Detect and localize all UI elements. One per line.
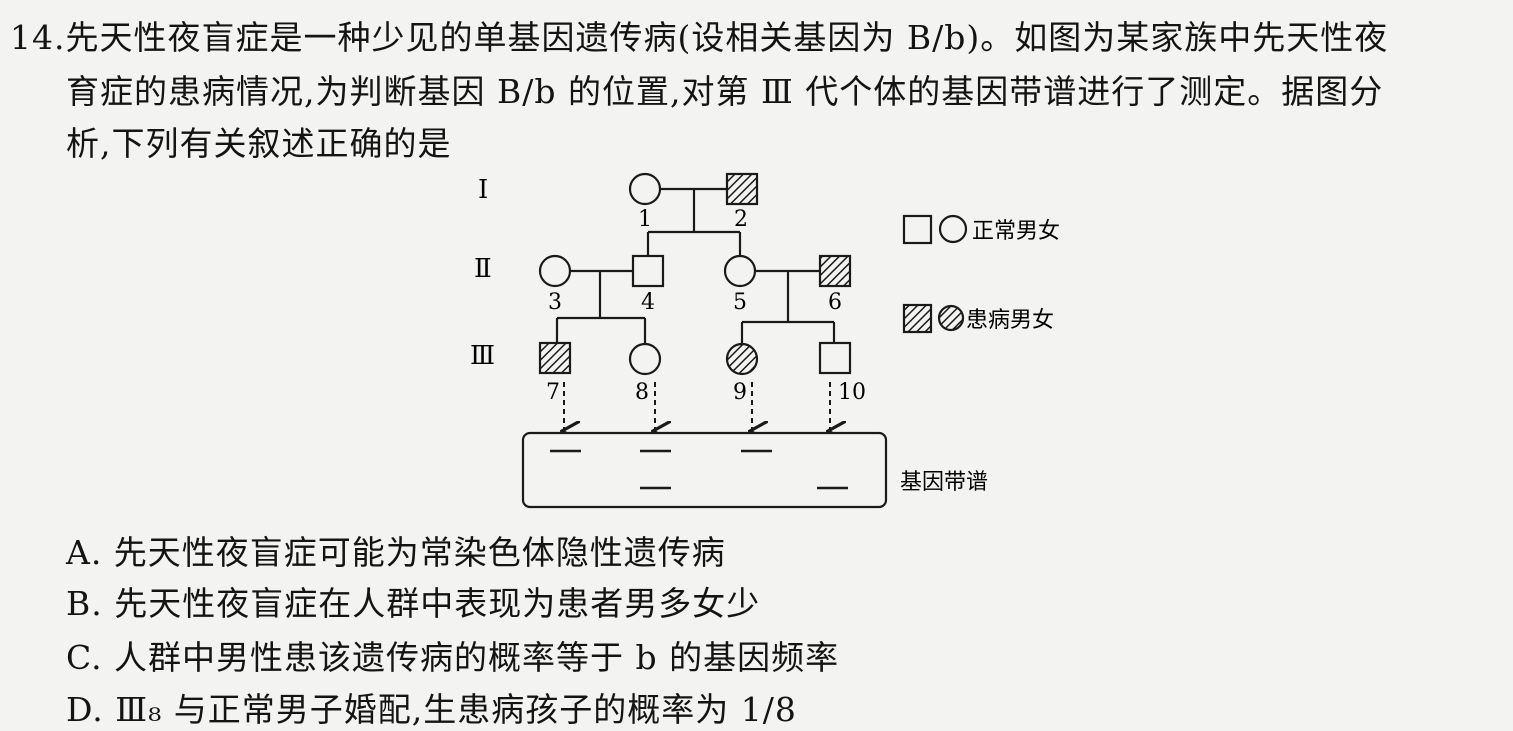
individual-label-5: 5 bbox=[733, 290, 747, 315]
question-number: 14. bbox=[10, 18, 66, 57]
individual-4-male-normal bbox=[631, 254, 665, 288]
option-c: C. 人群中男性患该遗传病的概率等于 b 的基因频率 bbox=[66, 638, 840, 677]
option-b: B. 先天性夜盲症在人群中表现为患者男多女少 bbox=[66, 584, 761, 623]
individual-9-female-affected bbox=[725, 342, 759, 376]
individual-label-6: 6 bbox=[828, 290, 842, 315]
individual-2-male-affected bbox=[725, 172, 759, 206]
individual-label-9: 9 bbox=[733, 380, 747, 405]
question-text-1: 先天性夜盲症是一种少见的单基因遗传病(设相关基因为 B/b)。如图为某家族中先天… bbox=[65, 18, 1389, 57]
question-line-2: 育症的患病情况,为判断基因 B/b 的位置,对第 Ⅲ 代个体的基因带谱进行了测定… bbox=[66, 72, 1384, 111]
individual-10-male-normal bbox=[818, 341, 852, 375]
individual-label-3: 3 bbox=[548, 290, 562, 315]
gene-band-label: 基因带谱 bbox=[900, 470, 988, 495]
generation-label-3: Ⅲ bbox=[470, 341, 495, 371]
legend-normal-female-icon bbox=[938, 214, 968, 244]
individual-label-8: 8 bbox=[635, 380, 649, 405]
question-line-3: 析,下列有关叙述正确的是 bbox=[66, 124, 452, 163]
individual-8-female-normal bbox=[628, 342, 662, 376]
individual-label-2: 2 bbox=[734, 207, 748, 232]
legend-normal-male-icon bbox=[902, 214, 933, 245]
individual-1-female-normal bbox=[628, 172, 662, 206]
generation-label-1: Ⅰ bbox=[478, 175, 488, 205]
individual-3-female-normal bbox=[538, 254, 572, 288]
individual-label-4: 4 bbox=[641, 290, 655, 315]
question-line-1: 14.先天性夜盲症是一种少见的单基因遗传病(设相关基因为 B/b)。如图为某家族… bbox=[10, 12, 1388, 63]
individual-label-7: 7 bbox=[546, 380, 560, 405]
option-a: A. 先天性夜盲症可能为常染色体隐性遗传病 bbox=[66, 533, 726, 572]
legend-normal-label: 正常男女 bbox=[972, 219, 1060, 244]
gene-band-box bbox=[521, 431, 888, 509]
individual-label-1: 1 bbox=[638, 207, 652, 232]
individual-5-female-normal bbox=[723, 254, 757, 288]
individual-6-male-affected bbox=[818, 254, 852, 288]
option-d: D. Ⅲ₈ 与正常男子婚配,生患病孩子的概率为 1/8 bbox=[66, 690, 797, 729]
generation-label-2: Ⅱ bbox=[474, 254, 492, 284]
legend-affected-female-icon bbox=[937, 304, 965, 332]
individual-label-10: 10 bbox=[838, 380, 866, 405]
legend-affected-label: 患病男女 bbox=[966, 308, 1054, 333]
legend-affected-male-icon bbox=[902, 303, 933, 334]
individual-7-male-affected bbox=[538, 341, 572, 375]
